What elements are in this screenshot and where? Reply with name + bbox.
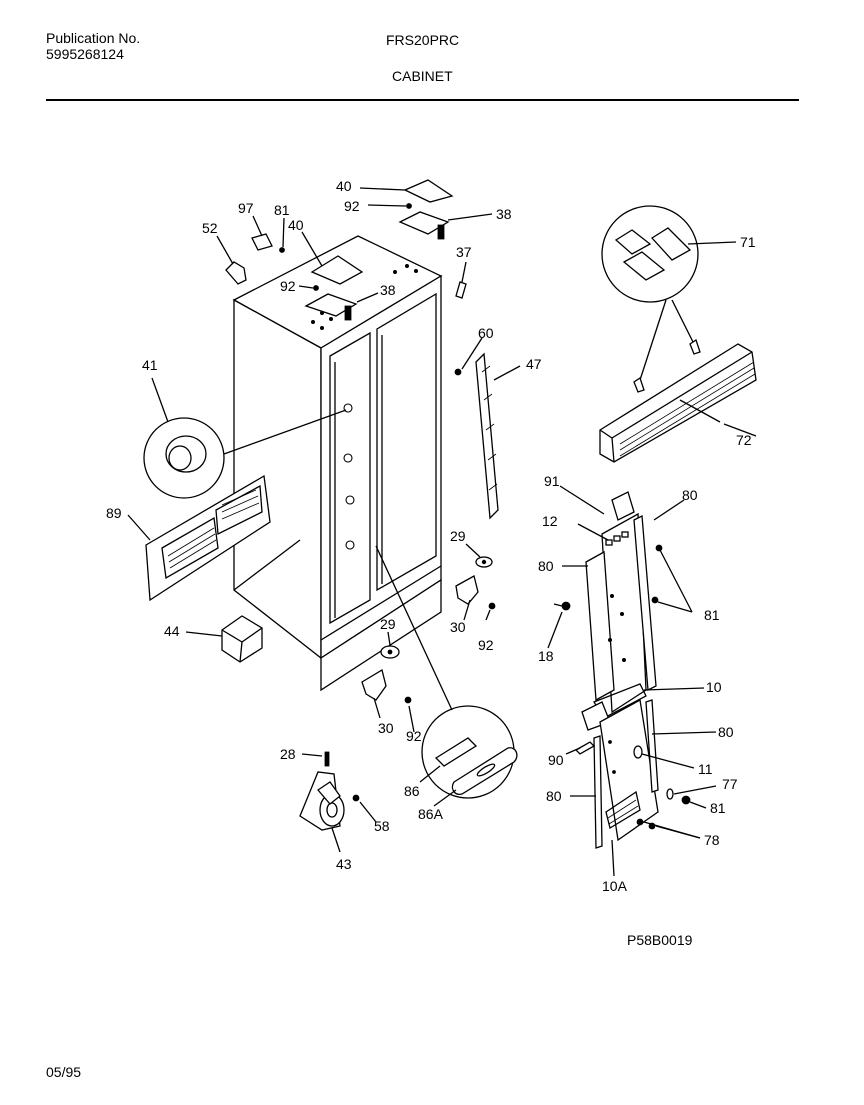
callout-41: 41 [142,357,158,373]
callout-92: 92 [406,728,422,744]
callout-10: 10 [706,679,722,695]
top-hinge-upper [359,179,493,240]
callout-81: 81 [274,202,290,218]
callout-92: 92 [478,637,494,653]
fresh-food-opening [376,292,437,592]
callout-72: 72 [736,432,752,448]
callout-47: 47 [526,356,542,372]
callout-12: 12 [542,513,558,529]
callout-40: 40 [288,217,304,233]
bottom-hinge-left [361,631,415,733]
cabinet-base [320,578,442,692]
cabinet-side [233,298,322,660]
callout-29: 29 [380,616,396,632]
callout-97: 97 [238,200,254,216]
header-rule [46,99,799,101]
grille-72 [599,343,757,463]
callout-89: 89 [106,505,122,521]
callout-40: 40 [336,178,352,194]
callout-37: 37 [456,244,472,260]
callout-86: 86 [404,783,420,799]
callout-80: 80 [718,724,734,740]
callout-77: 77 [722,776,738,792]
callout-10a: 10A [602,878,628,894]
diagram-code: P58B0019 [627,932,693,948]
detail-71 [601,205,737,393]
callout-80: 80 [546,788,562,804]
callout-30: 30 [378,720,394,736]
callout-81: 81 [704,607,720,623]
panel-89 [127,474,271,602]
evaporator-cover-10 [547,485,705,731]
revision-date: 05/95 [46,1064,82,1080]
callout-29: 29 [450,528,466,544]
bottom-hinge-right [455,543,496,621]
callout-11: 11 [698,761,713,777]
callout-labels: 40 92 38 97 81 52 40 37 92 38 71 41 60 4… [106,178,756,894]
publication-label: Publication No. [46,30,141,46]
callout-80: 80 [682,487,698,503]
hinge-bracket-97 [216,215,285,285]
callout-43: 43 [336,856,352,872]
callout-92: 92 [280,278,296,294]
callout-52: 52 [202,220,218,236]
detail-86 [375,545,518,807]
callout-28: 28 [280,746,296,762]
rail-47 [454,337,521,520]
callout-80: 80 [538,558,554,574]
section-title: CABINET [392,68,453,84]
callout-91: 91 [544,473,560,489]
callout-60: 60 [478,325,494,341]
fan-motor [299,751,377,853]
callout-30: 30 [450,619,466,635]
top-hinge-lower [298,231,379,321]
part-44 [185,615,263,663]
panel-10a [565,698,717,877]
detail-41 [143,377,347,499]
callout-44: 44 [164,623,180,639]
callout-81: 81 [710,800,726,816]
callout-90: 90 [548,752,564,768]
model-number: FRS20PRC [386,32,460,48]
publication-number: 5995268124 [46,46,124,62]
callout-38: 38 [496,206,512,222]
callout-38: 38 [380,282,396,298]
callout-92: 92 [344,198,360,214]
callout-86a: 86A [418,806,444,822]
callout-18: 18 [538,648,554,664]
part-37 [455,261,467,299]
callout-71: 71 [740,234,756,250]
callout-78: 78 [704,832,720,848]
freezer-opening [329,331,371,625]
callout-58: 58 [374,818,390,834]
cabinet-body [232,235,443,692]
